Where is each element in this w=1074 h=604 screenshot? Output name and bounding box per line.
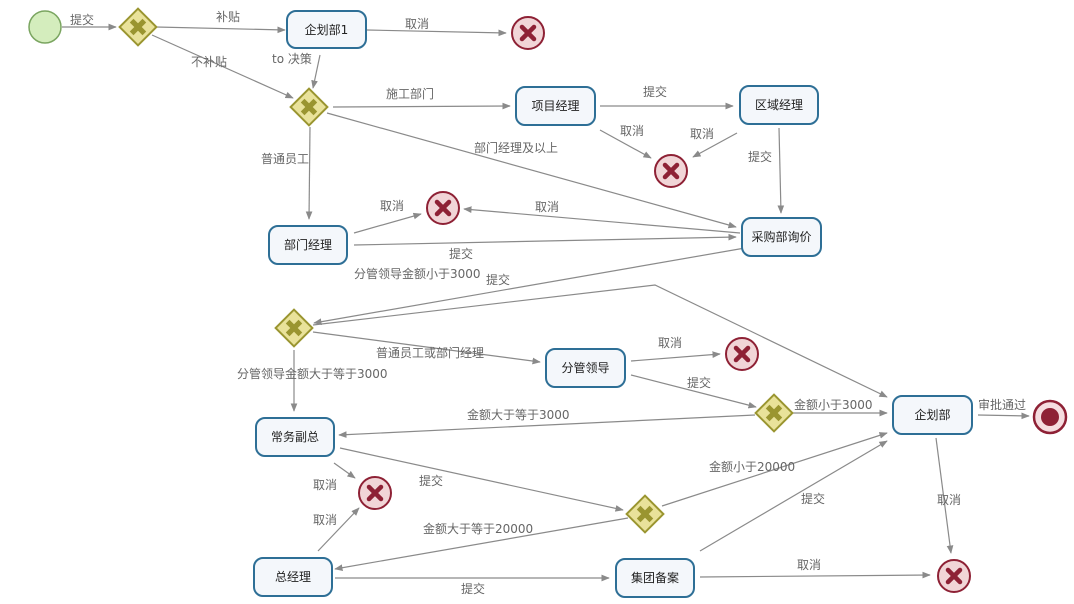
label-tijiao-fenguan: 提交: [687, 375, 711, 390]
label-butie: 补贴: [216, 10, 240, 24]
task-label: 企划部: [914, 407, 950, 422]
flow-qihuabu1-cancel[interactable]: [366, 29, 507, 37]
label-quxiao-qihuabu1: 取消: [405, 17, 429, 31]
exclusive-gateway-icon[interactable]: [289, 87, 329, 127]
label-tijiao-quyu: 提交: [748, 149, 772, 164]
label-quxiao-quyu: 取消: [690, 127, 714, 141]
label-jine-xiaoyu-20000: 金额小于20000: [709, 459, 795, 474]
label-quxiao-jituan: 取消: [797, 558, 821, 572]
task-qihuabu[interactable]: 企划部: [892, 395, 973, 435]
flow-g2-to-caigou[interactable]: [326, 112, 737, 229]
exclusive-gateway-icon[interactable]: [754, 393, 794, 433]
cancel-event-icon[interactable]: [427, 192, 459, 224]
task-changwu-fuzong[interactable]: 常务副总: [255, 417, 335, 457]
task-label: 常务副总: [271, 429, 319, 444]
exclusive-gateway-icon[interactable]: [625, 494, 665, 534]
label-jine-dayu-20000: 金额大于等于20000: [423, 521, 533, 536]
label-to-juece: to 决策: [272, 52, 312, 66]
task-jituan-bei-an[interactable]: 集团备案: [615, 558, 695, 598]
task-label: 集团备案: [631, 570, 679, 585]
flow-zongjingli-cancel[interactable]: [317, 507, 360, 552]
flow-fenguan-to-g4[interactable]: [630, 374, 757, 409]
label-fenguan-xiaoyu-3000: 分管领导金额小于3000: [354, 266, 481, 281]
task-label: 采购部询价: [751, 229, 811, 244]
label-shenpi-tongguo: 审批通过: [978, 397, 1026, 412]
label-bumen-jingli-ji-yishang: 部门经理及以上: [474, 140, 558, 155]
task-label: 区域经理: [755, 98, 803, 112]
flow-changwu-cancel[interactable]: [333, 462, 356, 479]
task-caigou-xunjia[interactable]: 采购部询价: [741, 217, 822, 257]
task-label: 企划部1: [305, 22, 349, 37]
task-label: 总经理: [275, 570, 311, 584]
label-bubutie: 不补贴: [191, 55, 227, 69]
flow-g5-to-qihuabu[interactable]: [661, 432, 888, 507]
task-quyu-jingli[interactable]: 区域经理: [739, 85, 819, 125]
end-event-icon[interactable]: [1032, 399, 1068, 435]
cancel-event-icon[interactable]: [655, 155, 687, 187]
flow-g2-to-bumen[interactable]: [305, 126, 313, 220]
flow-labels: 提交 补贴 不补贴 取消 to 决策 施工部门 提交 取消 取消 部门经理及以上…: [70, 10, 1026, 596]
task-xiangmu-jingli[interactable]: 项目经理: [515, 86, 596, 126]
task-qihuabu1[interactable]: 企划部1: [286, 10, 367, 49]
label-tijiao-caigou: 提交: [486, 272, 510, 287]
flow-fenguan-cancel[interactable]: [630, 351, 721, 362]
flow-g2-to-xiangmu[interactable]: [332, 102, 511, 110]
task-bumen-jingli[interactable]: 部门经理: [268, 225, 348, 265]
label-tijiao-zongjingli: 提交: [461, 581, 485, 596]
flow-xiangmu-cancel[interactable]: [599, 129, 652, 159]
flow-quyu-cancel[interactable]: [692, 132, 738, 158]
label-jine-dayu-3000: 金额大于等于3000: [467, 407, 570, 422]
start-event-icon[interactable]: [28, 10, 62, 44]
cancel-event-icon[interactable]: [359, 477, 391, 509]
flow-bumen-to-caigou[interactable]: [353, 233, 737, 246]
label-jine-xiaoyu-3000: 金额小于3000: [794, 397, 873, 412]
label-quxiao-bumen: 取消: [380, 199, 404, 213]
label-fenguan-dayu-3000: 分管领导金额大于等于3000: [237, 366, 388, 381]
flow-jituan-cancel[interactable]: [699, 571, 931, 579]
flow-qihuabu-cancel[interactable]: [935, 437, 954, 554]
cancel-event-icon[interactable]: [938, 560, 970, 592]
flow-g3-to-fenguan[interactable]: [312, 331, 541, 365]
sequence-flows: [62, 23, 1030, 582]
task-label: 分管领导: [561, 360, 609, 375]
flow-g1-to-qihuabu1[interactable]: [155, 26, 286, 34]
task-label: 项目经理: [531, 99, 579, 113]
cancel-event-icon[interactable]: [726, 338, 758, 370]
flow-qihuabu-to-end[interactable]: [977, 412, 1030, 420]
label-quxiao-fenguan: 取消: [658, 336, 682, 350]
label-quxiao-changwu: 取消: [313, 478, 337, 492]
flow-g4-to-changwu[interactable]: [338, 414, 756, 438]
label-tijiao-xiangmu: 提交: [643, 84, 667, 99]
exclusive-gateway-icon[interactable]: [118, 7, 158, 47]
label-tijiao-bumen: 提交: [449, 246, 473, 261]
label-quxiao-qihuabu: 取消: [937, 493, 961, 507]
flow-caigou-cancel[interactable]: [463, 206, 741, 234]
flow-g5-to-zongjingli[interactable]: [334, 517, 629, 572]
flow-g3-to-qihuabu[interactable]: [312, 284, 888, 398]
cancel-event-icon[interactable]: [512, 17, 544, 49]
label-putong-yuangong: 普通员工: [261, 152, 309, 166]
label-quxiao-caigou: 取消: [535, 200, 559, 214]
flow-jituan-to-qihuabu[interactable]: [699, 440, 888, 552]
label-shigong-bumen: 施工部门: [386, 86, 434, 101]
label-quxiao-zongjingli: 取消: [313, 513, 337, 527]
task-fenguan-lingdao[interactable]: 分管领导: [545, 348, 626, 388]
exclusive-gateway-icon[interactable]: [274, 308, 314, 348]
task-zong-jingli[interactable]: 总经理: [253, 557, 333, 597]
task-label: 部门经理: [284, 237, 332, 252]
label-tijiao-jituan: 提交: [801, 491, 825, 506]
label-putong-huo-bumen: 普通员工或部门经理: [376, 345, 484, 360]
flow-bumen-cancel[interactable]: [353, 212, 422, 234]
flow-qihuabu1-to-g2[interactable]: [311, 54, 321, 89]
flow-quyu-to-caigou[interactable]: [777, 127, 785, 214]
flow-changwu-to-g5[interactable]: [339, 447, 624, 512]
flow-caigou-to-g3[interactable]: [313, 247, 746, 326]
flow-g1-to-g2[interactable]: [151, 34, 294, 99]
label-quxiao-xiangmu: 取消: [620, 124, 644, 138]
label-tijiao-start: 提交: [70, 12, 94, 27]
label-tijiao-changwu: 提交: [419, 473, 443, 488]
